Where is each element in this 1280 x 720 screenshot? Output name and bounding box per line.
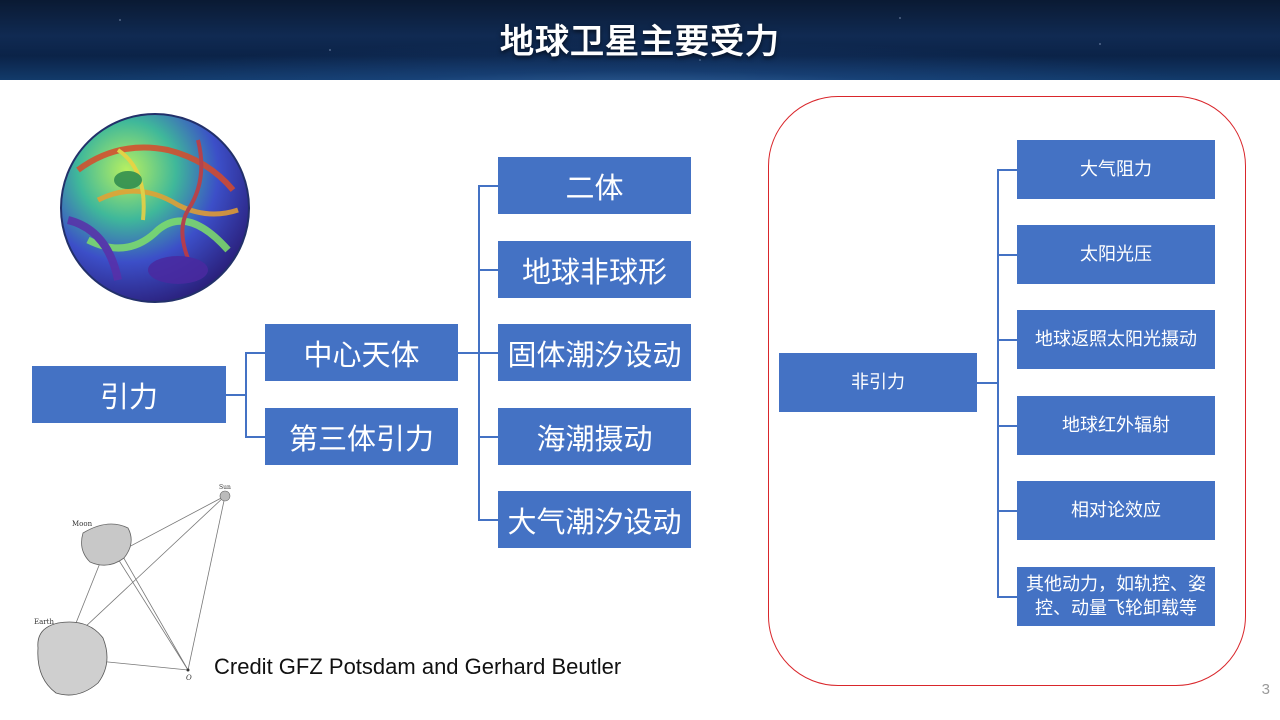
image-credit: Credit GFZ Potsdam and Gerhard Beutler	[214, 654, 622, 679]
connector	[997, 169, 1017, 171]
earth-albedo-box: 地球返照太阳光摄动	[1017, 310, 1215, 369]
nonspherical-earth-box: 地球非球形	[498, 241, 691, 298]
connector	[226, 394, 246, 396]
page-number: 3	[1261, 681, 1270, 698]
connector	[997, 339, 1017, 341]
earth-infrared-box: 地球红外辐射	[1017, 396, 1215, 455]
title-banner: 地球卫星主要受力	[0, 0, 1280, 80]
non-gravity-frame	[768, 96, 1246, 686]
geoid-globe-image	[60, 113, 250, 303]
sun-shape	[219, 490, 231, 502]
moon-shape	[81, 523, 132, 566]
non-gravity-root-box: 非引力	[779, 353, 977, 412]
atmospheric-tide-box: 大气潮汐设动	[498, 491, 691, 548]
connector	[245, 352, 265, 354]
connector	[997, 169, 999, 597]
gravity-root-box: 引力	[32, 366, 226, 423]
atmospheric-drag-box: 大气阻力	[1017, 140, 1215, 199]
page-title: 地球卫星主要受力	[500, 22, 780, 62]
earth-label: Earth	[34, 618, 54, 626]
connector	[458, 352, 478, 354]
connector	[478, 269, 498, 271]
connector	[997, 510, 1017, 512]
solar-radiation-pressure-box: 太阳光压	[1017, 225, 1215, 284]
connector	[997, 425, 1017, 427]
sun-label: Sun	[219, 484, 231, 491]
banner-earth-glow	[0, 40, 1280, 80]
third-body-box: 第三体引力	[265, 408, 458, 465]
connector	[245, 352, 247, 436]
connector	[478, 352, 498, 354]
connector	[997, 254, 1017, 256]
connector	[245, 436, 265, 438]
connector	[997, 596, 1017, 598]
moon-label: Moon	[72, 520, 93, 528]
three-body-diagram: Sun Moon Earth O	[34, 484, 231, 696]
other-dynamics-box: 其他动力，如轨控、姿控、动量飞轮卸载等	[1017, 567, 1215, 626]
earth-shape	[37, 621, 108, 696]
connector	[478, 519, 498, 521]
two-body-box: 二体	[498, 157, 691, 214]
central-body-box: 中心天体	[265, 324, 458, 381]
connector	[478, 185, 498, 187]
ocean-tide-box: 海潮摄动	[498, 408, 691, 465]
relativity-effect-box: 相对论效应	[1017, 481, 1215, 540]
origin-label: O	[186, 674, 192, 682]
connector	[478, 436, 498, 438]
solid-tide-box: 固体潮汐设动	[498, 324, 691, 381]
connector	[977, 382, 997, 384]
